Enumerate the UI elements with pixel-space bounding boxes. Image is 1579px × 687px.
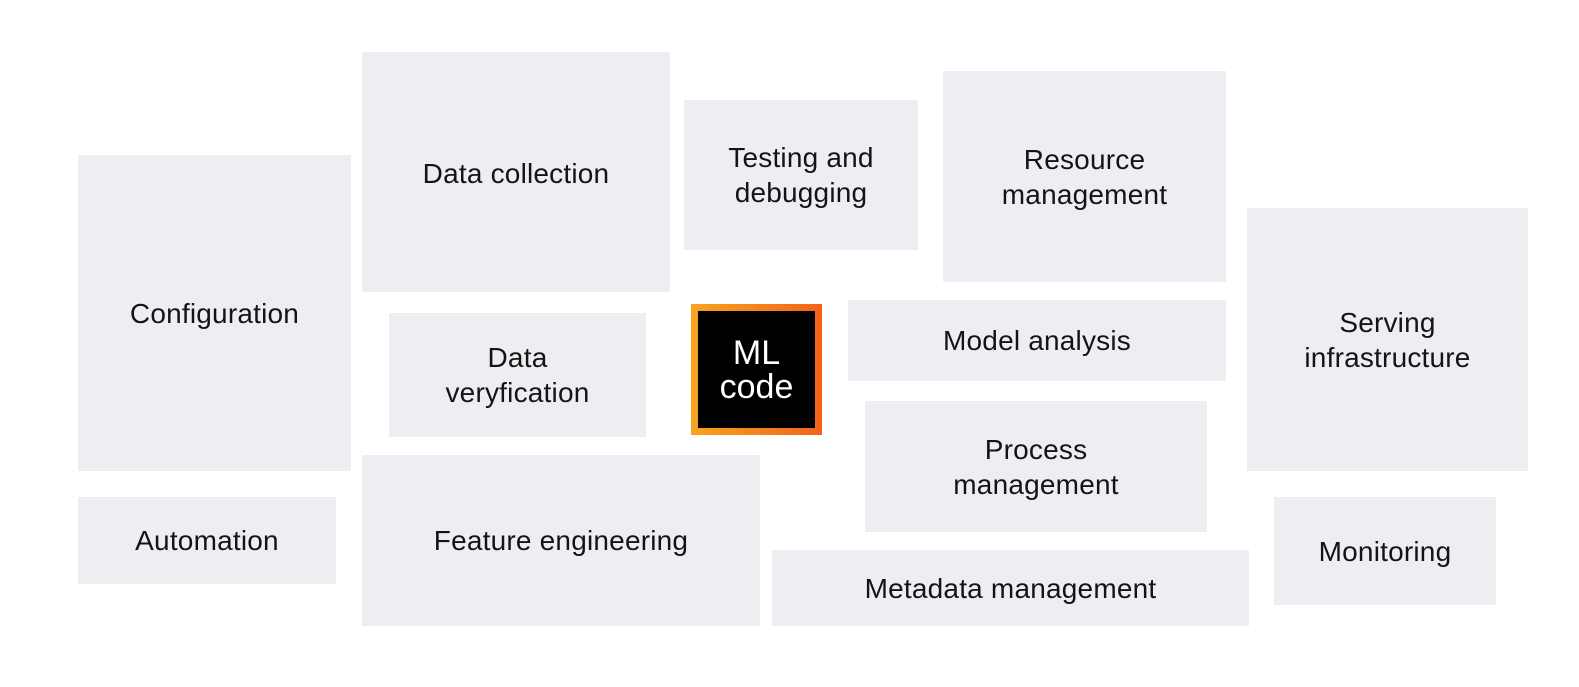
component-serving-infrastructure: Serving infrastructure — [1247, 208, 1528, 471]
component-feature-engineering: Feature engineering — [362, 455, 760, 626]
component-resource-management: Resource management — [943, 71, 1226, 282]
component-metadata-management: Metadata management — [772, 550, 1249, 626]
component-testing-and-debugging: Testing and debugging — [684, 100, 918, 250]
component-label: Data veryfication — [445, 342, 590, 408]
component-model-analysis: Model analysis — [848, 300, 1226, 381]
ml-code-label: ML code — [719, 333, 794, 406]
component-label: Process management — [953, 433, 1119, 500]
component-label: Automation — [135, 525, 279, 556]
component-label: Serving infrastructure — [1304, 306, 1471, 373]
component-label: Testing and debugging — [728, 142, 874, 208]
ml-code-core-box: ML code — [691, 304, 822, 435]
ml-code-core-fill: ML code — [698, 311, 815, 428]
component-label: Configuration — [129, 297, 300, 329]
component-label: Metadata management — [864, 572, 1157, 604]
component-configuration: Configuration — [78, 155, 351, 471]
component-monitoring: Monitoring — [1274, 497, 1496, 605]
component-label: Resource management — [1001, 143, 1168, 210]
component-label: Feature engineering — [433, 525, 689, 556]
component-label: Monitoring — [1318, 535, 1452, 567]
component-data-verification: Data veryfication — [389, 313, 646, 437]
component-automation: Automation — [78, 497, 336, 584]
component-label: Data collection — [422, 157, 610, 189]
component-process-management: Process management — [865, 401, 1207, 532]
component-label: Model analysis — [943, 325, 1131, 356]
component-data-collection: Data collection — [362, 52, 670, 292]
